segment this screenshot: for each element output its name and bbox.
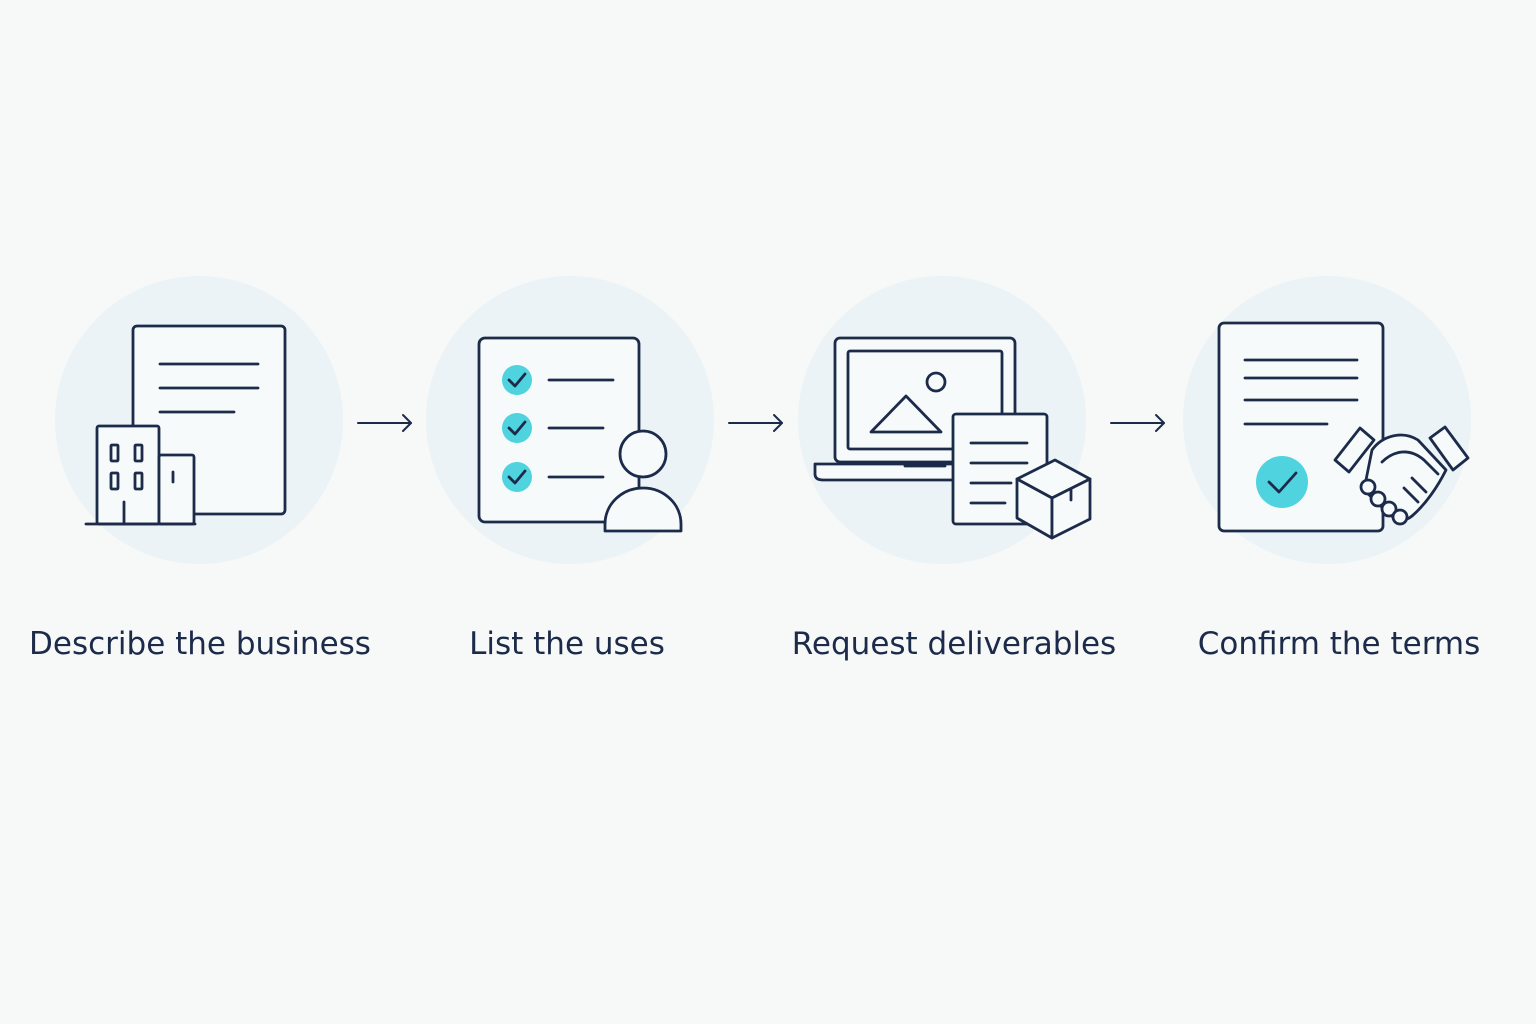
check-icon bbox=[502, 365, 532, 395]
arrow-icon bbox=[728, 414, 783, 432]
handshake-icon bbox=[1333, 425, 1470, 526]
check-icon bbox=[502, 413, 532, 443]
step-2-label: List the uses bbox=[469, 626, 665, 662]
check-icon bbox=[502, 462, 532, 492]
step-3-label: Request deliverables bbox=[791, 626, 1117, 662]
arrow-icon bbox=[357, 414, 412, 432]
check-icon bbox=[1256, 456, 1308, 508]
arrow-icon bbox=[1110, 414, 1165, 432]
step-4-label: Confirm the terms bbox=[1197, 626, 1481, 662]
step-1-label: Describe the business bbox=[29, 626, 371, 662]
box-icon bbox=[1015, 458, 1092, 540]
